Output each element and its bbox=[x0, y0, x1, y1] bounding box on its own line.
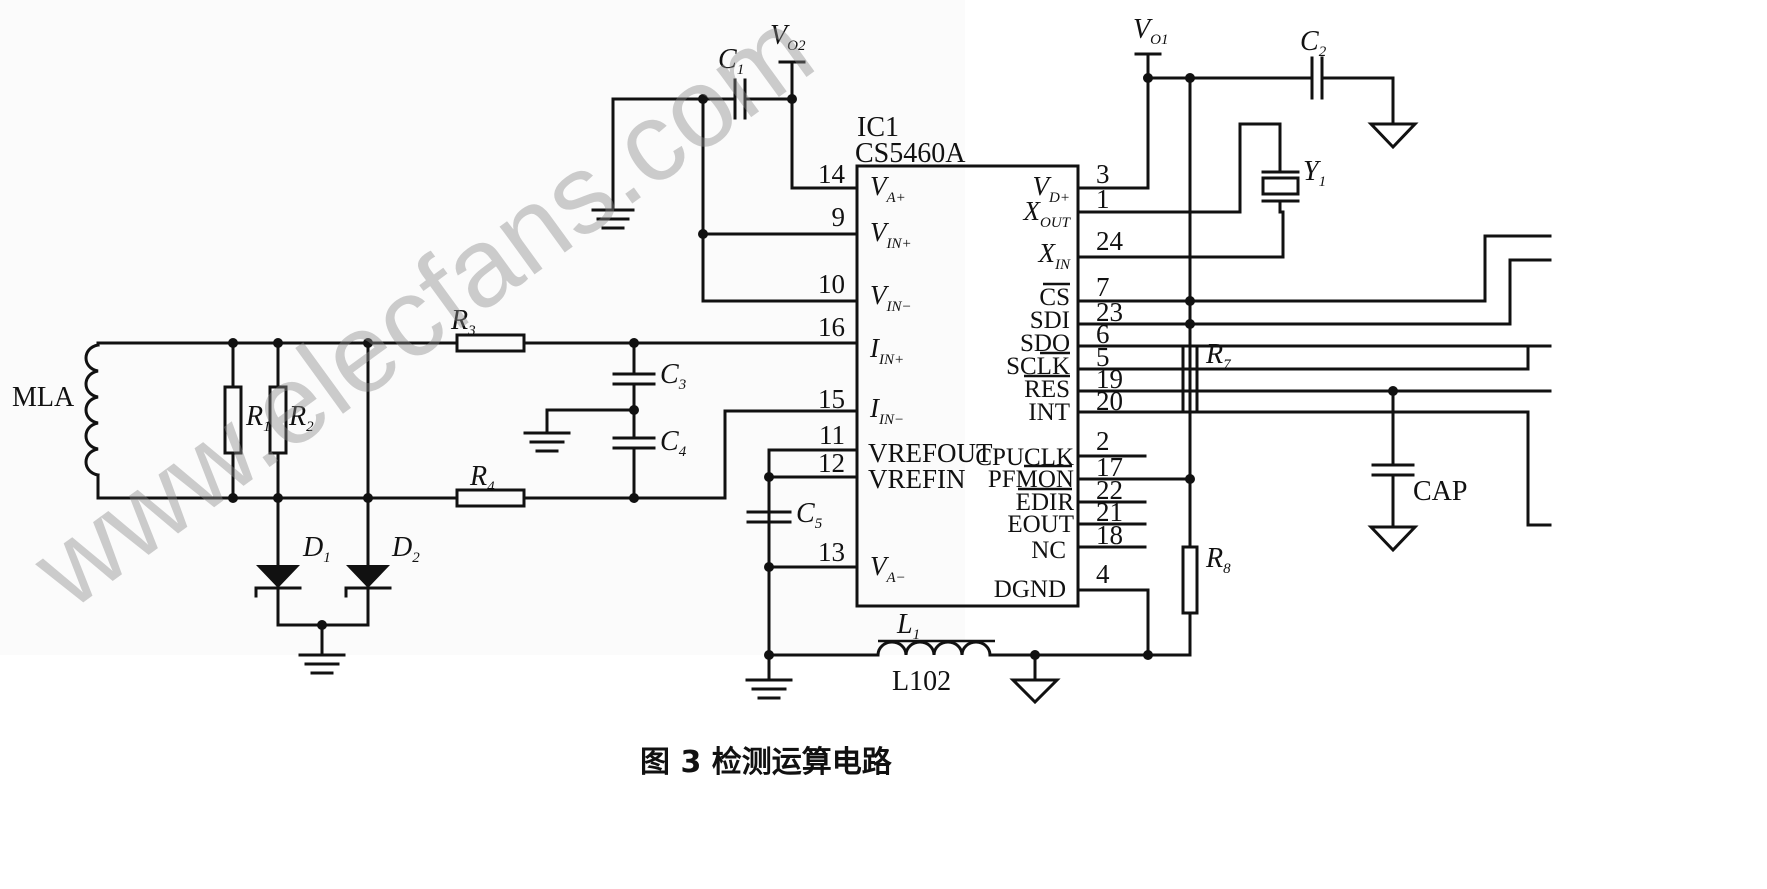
pin-number: 10 bbox=[818, 269, 845, 299]
label-cap: CAP bbox=[1413, 476, 1467, 507]
pin-name: RES bbox=[1024, 376, 1070, 403]
label-r8: R8 bbox=[1205, 543, 1231, 577]
pin-name: VA− bbox=[870, 551, 906, 586]
ic-part: CS5460A bbox=[855, 138, 966, 169]
label-mla: MLA bbox=[12, 382, 75, 413]
component-labels: C1 VO2 VO1 C2 Y1 R3 R4 R1 R2 C3 C4 C5 D1… bbox=[12, 14, 1467, 697]
resistor-r1 bbox=[223, 341, 243, 500]
capacitor-c2 bbox=[1146, 56, 1419, 150]
pin-name: INT bbox=[1028, 399, 1070, 426]
pin-number: 14 bbox=[818, 159, 846, 189]
pin-name: VIN− bbox=[870, 280, 912, 315]
capacitor-cap bbox=[1367, 386, 1419, 553]
pin-name: EOUT bbox=[1007, 511, 1074, 538]
pin-name: VIN+ bbox=[870, 217, 912, 252]
label-r2: R2 bbox=[288, 401, 314, 435]
pin-number: 5 bbox=[1096, 342, 1110, 372]
label-d2: D2 bbox=[391, 532, 420, 566]
ground-symbol bbox=[591, 208, 635, 230]
label-vo1: VO1 bbox=[1133, 14, 1168, 48]
pin-number: 1 bbox=[1096, 184, 1110, 214]
pin-name: EDIR bbox=[1016, 489, 1075, 516]
resistor-r8 bbox=[1181, 545, 1199, 657]
pin-number: 17 bbox=[1096, 452, 1123, 482]
capacitor-c1 bbox=[611, 78, 794, 212]
label-y1: Y1 bbox=[1303, 156, 1326, 190]
pin-name: DGND bbox=[994, 576, 1066, 603]
ground-symbol bbox=[745, 678, 793, 700]
pin-number: 15 bbox=[818, 384, 845, 414]
pin-name: XIN bbox=[1038, 238, 1071, 273]
label-r7: R7 bbox=[1205, 339, 1232, 373]
pin-number: 9 bbox=[832, 202, 846, 232]
label-r4: R4 bbox=[469, 461, 495, 495]
ground-triangle bbox=[1009, 678, 1061, 705]
pin-name: SDI bbox=[1030, 307, 1070, 334]
figure-caption: 图 3 检测运算电路 bbox=[640, 745, 893, 780]
pin-number: 7 bbox=[1096, 272, 1110, 302]
label-l1: L1 bbox=[896, 609, 920, 643]
inductor-l1 bbox=[767, 639, 1192, 657]
resistor-r4 bbox=[455, 488, 526, 508]
ground-symbol bbox=[298, 653, 346, 675]
pin-number: 4 bbox=[1096, 559, 1110, 589]
label-d1: D1 bbox=[302, 532, 331, 566]
pin-name: IIN+ bbox=[869, 333, 904, 368]
pin-number: 2 bbox=[1096, 426, 1110, 456]
pin-number: 19 bbox=[1096, 364, 1123, 394]
label-c1: C1 bbox=[718, 44, 744, 78]
ic-ref: IC1 bbox=[857, 112, 899, 143]
label-c5: C5 bbox=[796, 498, 823, 532]
diode-d1 bbox=[254, 565, 302, 627]
label-c4: C4 bbox=[660, 426, 687, 460]
label-r3: R3 bbox=[450, 305, 476, 339]
pin-number: 24 bbox=[1096, 226, 1124, 256]
ic-body bbox=[855, 164, 1080, 608]
pin-name: VD+ bbox=[1033, 171, 1070, 206]
left-pin-wires bbox=[522, 60, 859, 657]
label-l1-value: L102 bbox=[892, 666, 951, 697]
resistor-r2 bbox=[268, 341, 288, 500]
right-pin-wires bbox=[1076, 52, 1552, 657]
ground-symbol bbox=[523, 431, 571, 453]
label-vo2: VO2 bbox=[770, 20, 806, 54]
diode-d2 bbox=[344, 565, 392, 627]
pin-number: 18 bbox=[1096, 520, 1123, 550]
pin-number: 6 bbox=[1096, 319, 1110, 349]
pin-name: VA+ bbox=[870, 171, 906, 206]
pin-number: 3 bbox=[1096, 159, 1110, 189]
pin-name: VREFOUT bbox=[868, 438, 993, 468]
crystal-y1 bbox=[1261, 170, 1300, 214]
resistor-r3 bbox=[455, 333, 526, 353]
pin-name: XOUT bbox=[1022, 196, 1071, 231]
pin-number: 23 bbox=[1096, 297, 1123, 327]
pin-name: IIN− bbox=[869, 393, 904, 428]
resistor-r7 bbox=[1181, 344, 1199, 414]
label-c3: C3 bbox=[660, 359, 686, 393]
pin-number: 11 bbox=[819, 420, 845, 450]
pin-number: 20 bbox=[1096, 386, 1123, 416]
pin-number: 21 bbox=[1096, 497, 1123, 527]
pin-number: 12 bbox=[818, 448, 845, 478]
pin-name: NC bbox=[1031, 537, 1066, 564]
pin-number: 22 bbox=[1096, 475, 1123, 505]
pin-number: 16 bbox=[818, 312, 845, 342]
capacitor-c3-c4 bbox=[545, 341, 656, 500]
pin-number: 13 bbox=[818, 537, 845, 567]
ic-left-pins: 14 9 10 16 15 11 12 13 VA+ VIN+ VIN− IIN… bbox=[818, 159, 993, 586]
pin-name: VREFIN bbox=[868, 464, 966, 494]
label-c2: C2 bbox=[1300, 26, 1327, 60]
pin-name: CS bbox=[1039, 284, 1070, 311]
label-r1: R1 bbox=[245, 401, 271, 435]
background-panel bbox=[0, 0, 965, 655]
capacitor-c5 bbox=[746, 510, 792, 524]
ic-right-pins: 3 1 24 7 23 6 5 19 20 2 17 22 21 18 4 VD… bbox=[975, 159, 1123, 603]
